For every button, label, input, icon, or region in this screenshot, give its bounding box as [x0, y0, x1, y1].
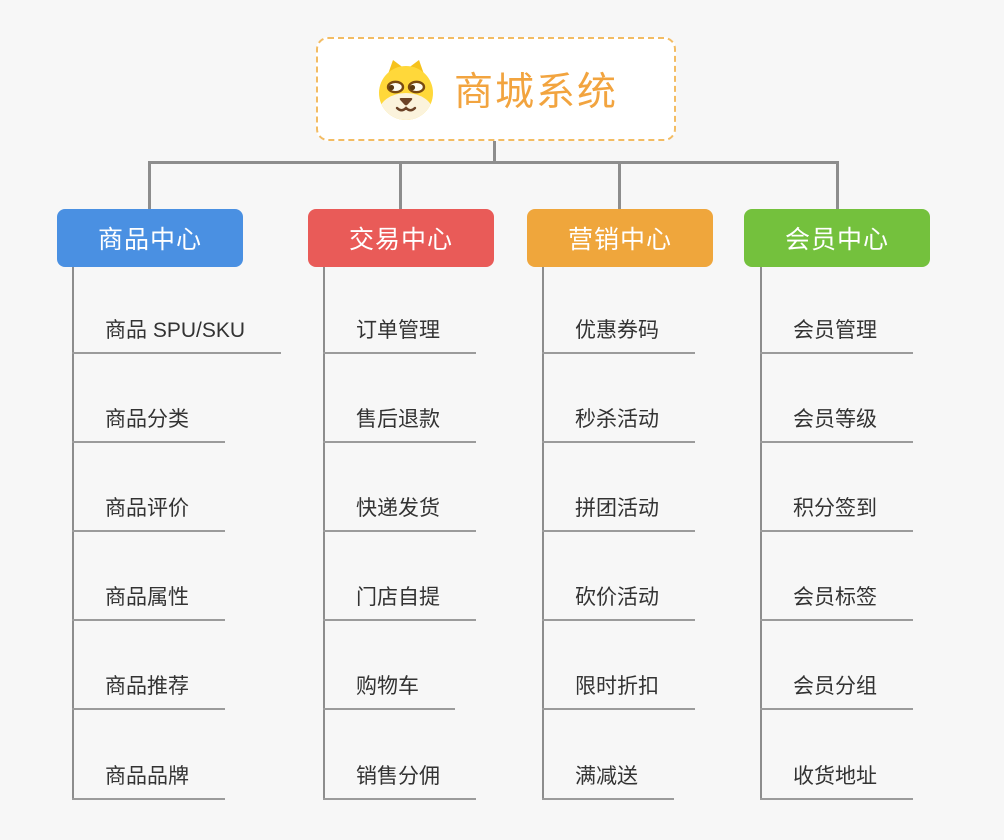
leaf-node[interactable]: 会员管理 [760, 317, 913, 354]
branch-node-product-center[interactable]: 商品中心 [57, 209, 243, 267]
spine-marketing-center [542, 267, 544, 800]
dog-face-icon [378, 60, 433, 120]
leaf-node[interactable]: 商品 SPU/SKU [72, 317, 282, 354]
leaf-node[interactable]: 会员标签 [760, 584, 913, 621]
leaf-node[interactable]: 满减送 [542, 763, 674, 800]
branch-node-member-center[interactable]: 会员中心 [744, 209, 930, 267]
leaf-node[interactable]: 收货地址 [760, 763, 913, 800]
branch-label: 交易中心 [348, 226, 453, 254]
branch-node-trade-center[interactable]: 交易中心 [308, 209, 494, 267]
spine-trade-center [323, 267, 325, 800]
spine-member-center [760, 267, 762, 800]
leaf-node[interactable]: 积分签到 [760, 495, 913, 532]
connector-drop-3 [618, 161, 621, 210]
leaf-node[interactable]: 购物车 [323, 673, 455, 710]
leaf-node[interactable]: 售后退款 [323, 406, 476, 443]
leaf-node[interactable]: 门店自提 [323, 584, 476, 621]
branch-label: 商品中心 [97, 226, 202, 254]
branch-label: 会员中心 [784, 226, 889, 254]
leaf-node[interactable]: 销售分佣 [323, 763, 476, 800]
branch-label: 营销中心 [567, 226, 672, 254]
leaf-node[interactable]: 砍价活动 [542, 584, 695, 621]
root-title: 商城系统 [453, 71, 618, 114]
leaf-node[interactable]: 商品推荐 [72, 673, 225, 710]
leaf-node[interactable]: 商品品牌 [72, 763, 225, 800]
leaf-node[interactable]: 拼团活动 [542, 495, 695, 532]
connector-bus [148, 161, 839, 164]
leaf-node[interactable]: 商品评价 [72, 495, 225, 532]
leaf-node[interactable]: 会员分组 [760, 673, 913, 710]
connector-root-stem [493, 141, 496, 164]
leaf-node[interactable]: 商品属性 [72, 584, 225, 621]
leaf-node[interactable]: 快递发货 [323, 495, 476, 532]
connector-drop-1 [148, 161, 151, 210]
leaf-node[interactable]: 会员等级 [760, 406, 913, 443]
leaf-node[interactable]: 优惠券码 [542, 317, 695, 354]
leaf-node[interactable]: 秒杀活动 [542, 406, 695, 443]
leaf-node[interactable]: 订单管理 [323, 317, 476, 354]
root-node[interactable]: 商城系统 [316, 37, 676, 141]
spine-product-center [72, 267, 74, 800]
leaf-node[interactable]: 商品分类 [72, 406, 225, 443]
connector-drop-2 [399, 161, 402, 210]
connector-drop-4 [836, 161, 839, 210]
leaf-node[interactable]: 限时折扣 [542, 673, 695, 710]
branch-node-marketing-center[interactable]: 营销中心 [527, 209, 713, 267]
